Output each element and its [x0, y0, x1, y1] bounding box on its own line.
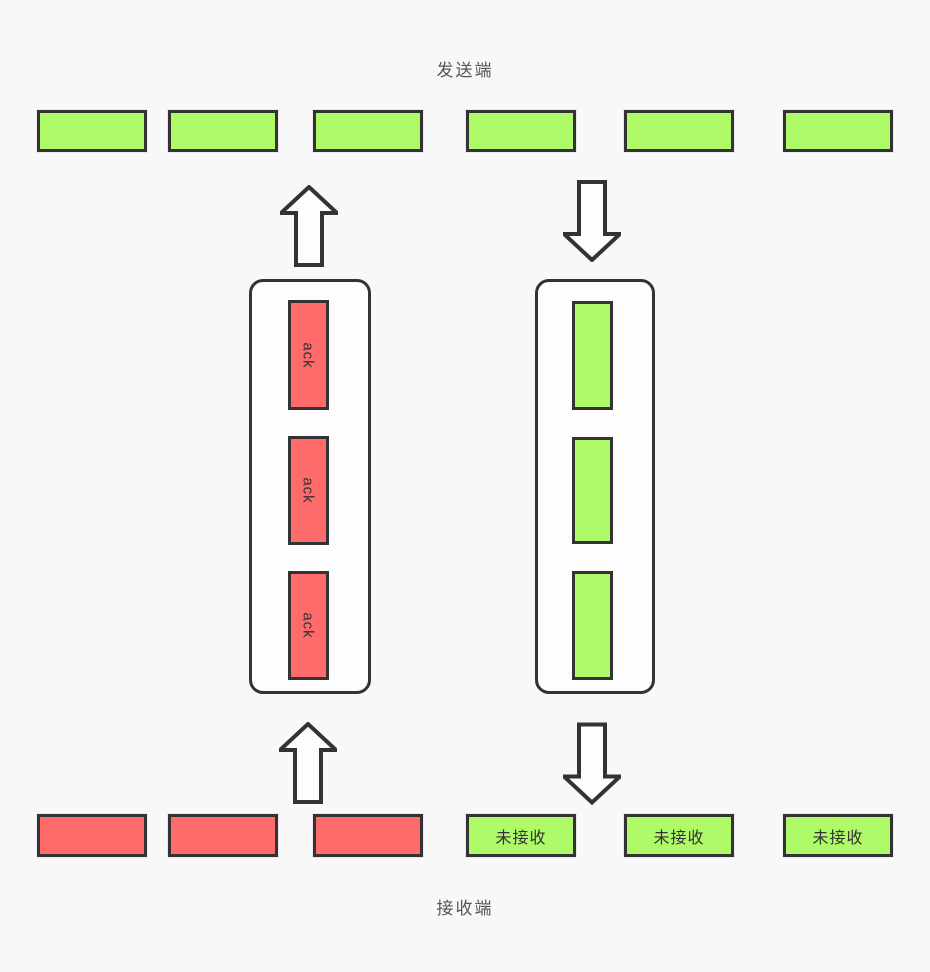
receiver-label: 接收端 — [436, 899, 494, 918]
ack-block: ack — [288, 436, 329, 545]
sender-packet — [168, 110, 278, 152]
sender-label: 发送端 — [436, 61, 494, 80]
data-down-arrow-icon — [563, 180, 621, 262]
data-block — [572, 301, 613, 410]
data-block — [572, 571, 613, 680]
ack-label: ack — [300, 477, 317, 504]
sender-packet — [783, 110, 893, 152]
ack-block: ack — [288, 571, 329, 680]
received-packet — [168, 814, 278, 857]
ack-label: ack — [300, 341, 317, 369]
data-block — [572, 437, 613, 544]
unreceived-packet: 未接收 — [466, 814, 576, 857]
received-packet — [37, 814, 147, 857]
sender-packet — [37, 110, 147, 152]
ack-label: ack — [300, 612, 317, 639]
unreceived-packet: 未接收 — [624, 814, 734, 857]
receiver-up-arrow-icon — [279, 722, 337, 804]
unreceived-packet: 未接收 — [783, 814, 893, 857]
unreceived-label: 未接收 — [653, 829, 705, 847]
ack-block: ack — [288, 300, 329, 410]
sender-packet — [466, 110, 576, 152]
sender-packet — [313, 110, 423, 152]
received-packet — [313, 814, 423, 857]
unreceived-label: 未接收 — [495, 829, 547, 847]
unreceived-label: 未接收 — [812, 829, 864, 847]
sender-packet — [624, 110, 734, 152]
receiver-down-arrow-icon — [563, 722, 621, 805]
ack-up-arrow-icon — [280, 185, 338, 267]
